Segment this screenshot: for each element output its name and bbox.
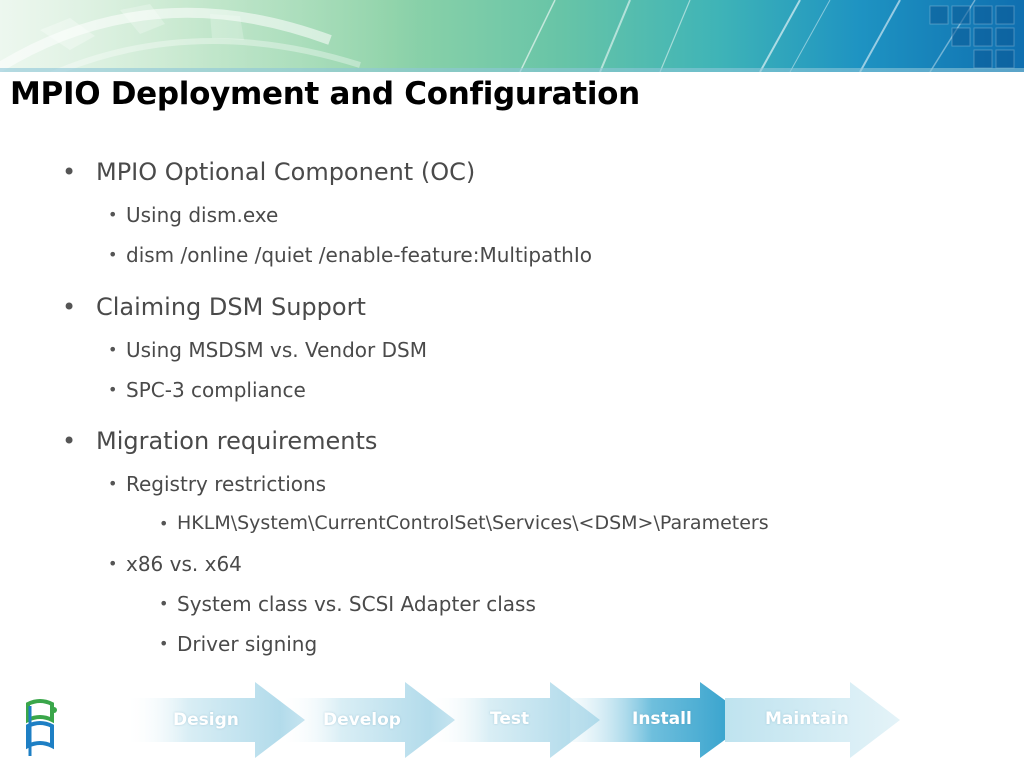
arrow-maintain bbox=[725, 682, 900, 758]
bullet-text: Using MSDSM vs. Vendor DSM bbox=[126, 338, 427, 362]
arrow-test bbox=[430, 682, 600, 758]
bullet-dot: • bbox=[108, 245, 118, 264]
bullet-text: Registry restrictions bbox=[126, 472, 327, 496]
bullet-dot: • bbox=[108, 554, 118, 573]
bullet-text: MPIO Optional Component (OC) bbox=[96, 158, 476, 186]
bullet-dot: • bbox=[62, 427, 77, 455]
bullet-text: Migration requirements bbox=[96, 427, 378, 455]
step-test: Test bbox=[490, 709, 530, 729]
step-design: Design bbox=[173, 710, 239, 730]
lifecycle-footer: Design Develop Test Install Maintain bbox=[0, 676, 1024, 768]
windows-flag-logo-icon bbox=[26, 699, 57, 756]
bullet-dot: • bbox=[108, 380, 118, 399]
title-bar bbox=[0, 72, 1024, 124]
bullet-text: Using dism.exe bbox=[126, 203, 279, 227]
slide-title: MPIO Deployment and Configuration bbox=[10, 76, 640, 112]
bullet-dot: • bbox=[62, 293, 77, 321]
banner-decoration bbox=[0, 0, 1024, 72]
bullet-text: Driver signing bbox=[177, 632, 318, 656]
step-install: Install bbox=[632, 709, 692, 729]
bullet-text: System class vs. SCSI Adapter class bbox=[177, 592, 536, 616]
bullet-dot: • bbox=[159, 634, 169, 653]
bullet-dot: • bbox=[108, 205, 118, 224]
bullet-text: dism /online /quiet /enable-feature:Mult… bbox=[126, 243, 592, 267]
lifecycle-arrows bbox=[125, 682, 900, 758]
bullet-dot: • bbox=[159, 594, 169, 613]
bullet-text: x86 vs. x64 bbox=[126, 552, 242, 576]
bullet-dot: • bbox=[62, 158, 77, 186]
step-develop: Develop bbox=[323, 710, 401, 730]
bullet-text: HKLM\System\CurrentControlSet\Services\<… bbox=[177, 512, 769, 534]
bullet-text: Claiming DSM Support bbox=[96, 293, 366, 321]
step-maintain: Maintain bbox=[765, 709, 849, 729]
bullet-dot: • bbox=[108, 474, 118, 493]
arrow-design bbox=[125, 682, 305, 758]
bullet-text: SPC-3 compliance bbox=[126, 378, 306, 402]
header-banner bbox=[0, 0, 1024, 72]
arrow-install bbox=[570, 682, 752, 758]
bullet-dot: • bbox=[159, 514, 169, 533]
arrow-develop bbox=[280, 682, 455, 758]
bullet-dot: • bbox=[108, 340, 118, 359]
